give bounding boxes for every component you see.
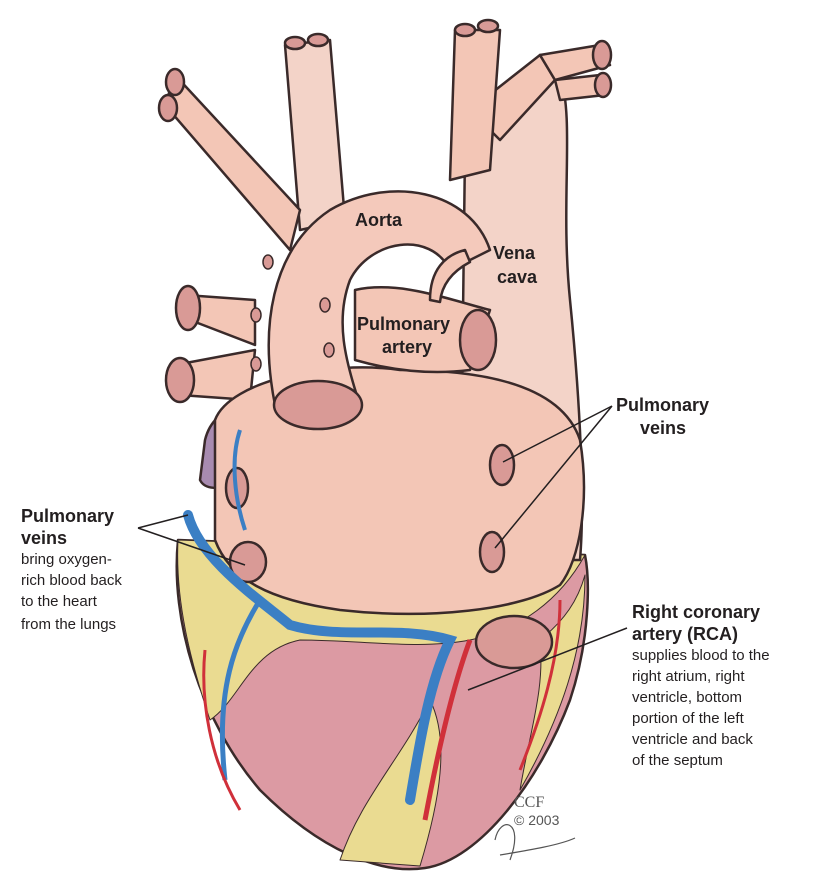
label-aorta: Aorta [355, 210, 403, 230]
credit-org: CCF [514, 794, 545, 811]
label-pulmonary-artery-1: Pulmonary [357, 314, 451, 334]
rca-note: Right coronary artery (RCA) supplies blo… [632, 601, 770, 771]
leader-pulmonary-veins-left [137, 514, 246, 566]
label-vena-cava-1: Vena [493, 243, 536, 263]
label-pulmonary-artery-2: artery [382, 337, 433, 357]
artist-signature [494, 824, 576, 861]
right-coronary-artery [422, 639, 473, 821]
note-title: Right coronary [632, 602, 761, 622]
coronary-vein [183, 510, 458, 805]
note-line: to the heart [21, 593, 97, 610]
label-vena-cava-2: cava [497, 267, 538, 287]
note-line: portion of the left [632, 710, 744, 727]
credit-year: © 2003 [514, 812, 560, 828]
pulmonary-veins-note: Pulmonary veins bring oxygen- rich blood… [21, 505, 122, 635]
note-line: from the lungs [21, 616, 117, 633]
label-pulmonary-veins-right-1: Pulmonary [616, 395, 710, 415]
note-title: veins [21, 528, 68, 548]
note-line: of the septum [632, 752, 723, 769]
note-title: Pulmonary [21, 506, 115, 526]
note-line: ventricle and back [632, 731, 753, 748]
note-line: right atrium, right [632, 668, 745, 685]
note-line: supplies blood to the [632, 647, 770, 664]
leader-pulmonary-veins-right [494, 405, 613, 549]
note-title: artery (RCA) [632, 624, 739, 644]
leader-rca [467, 627, 628, 691]
note-line: ventricle, bottom [632, 689, 743, 706]
note-line: rich blood back [21, 572, 122, 589]
note-line: bring oxygen- [21, 551, 112, 568]
label-pulmonary-veins-right-2: veins [640, 418, 687, 438]
left-atrium [213, 366, 586, 616]
